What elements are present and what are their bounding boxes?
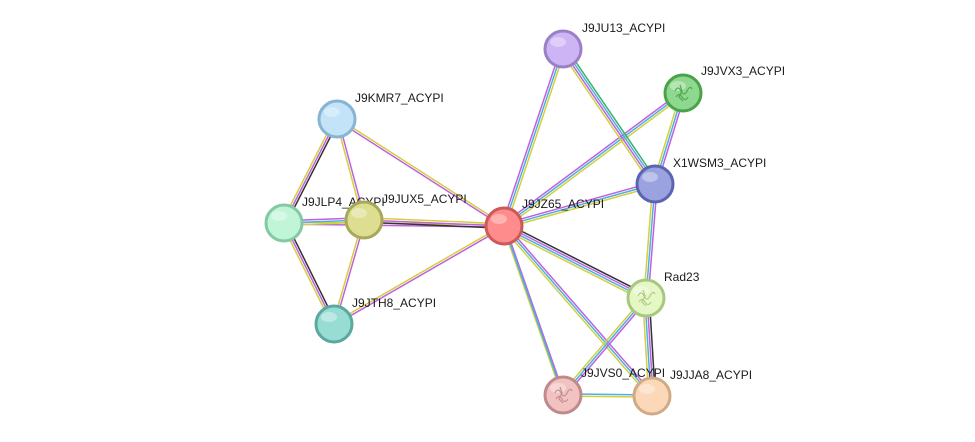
node-bubble[interactable]	[264, 203, 304, 243]
edge-j9jz65-acypi-j9jux5-acypi[interactable]	[363, 217, 505, 229]
node-j9jvs0-acypi[interactable]: J9JVS0_ACYPI	[543, 366, 665, 415]
edge-evidence-line	[503, 183, 656, 227]
node-highlight	[639, 384, 655, 394]
edge-evidence-line	[505, 222, 648, 296]
edge-evidence-line	[333, 224, 504, 324]
edge-j9jz65-acypi-rad23[interactable]	[502, 222, 648, 302]
edge-evidence-line	[563, 47, 657, 184]
edge-evidence-line	[503, 92, 684, 227]
edge-evidence-line	[502, 226, 563, 396]
protein-structure-icon	[637, 289, 656, 307]
node-j9jlp4-acypi[interactable]: J9JLP4_ACYPI	[264, 195, 385, 243]
node-label: X1WSM3_ACYPI	[673, 156, 766, 170]
node-j9jux5-acypi[interactable]: J9JUX5_ACYPI	[344, 192, 467, 240]
node-highlight	[324, 107, 340, 117]
node-j9jja8-acypi[interactable]: J9JJA8_ACYPI	[632, 368, 752, 416]
node-bubble[interactable]	[635, 164, 675, 204]
edge-j9jz65-acypi-j9jth8-acypi[interactable]	[333, 224, 505, 326]
node-highlight	[491, 214, 507, 224]
node-rad23[interactable]: Rad23	[626, 270, 700, 318]
node-label: J9JUX5_ACYPI	[382, 192, 467, 206]
edge-evidence-line	[504, 225, 565, 395]
node-label: J9JVX3_ACYPI	[701, 64, 785, 78]
node-highlight	[550, 383, 566, 393]
edge-evidence-line	[502, 90, 683, 225]
edge-j9jz65-acypi-j9jvs0-acypi[interactable]	[502, 225, 565, 396]
node-highlight	[550, 37, 566, 47]
node-label: J9JU13_ACYPI	[582, 21, 665, 35]
edge-evidence-line	[503, 225, 564, 396]
edge-evidence-line	[503, 181, 655, 225]
edge-evidence-line	[505, 224, 655, 396]
edge-evidence-line	[504, 224, 647, 298]
node-bubble[interactable]	[543, 29, 583, 69]
edge-j9jz65-acypi-x1wsm3-acypi[interactable]	[503, 181, 656, 229]
edge-evidence-line	[281, 117, 336, 223]
node-label: J9JTH8_ACYPI	[352, 296, 436, 310]
protein-structure-icon	[554, 386, 573, 404]
node-label: J9JJA8_ACYPI	[670, 368, 752, 382]
edge-evidence-line	[505, 49, 566, 227]
edge-evidence-line	[363, 221, 504, 229]
edge-j9ju13-acypi-x1wsm3-acypi[interactable]	[559, 46, 659, 187]
node-layer: J9JZ65_ACYPI J9JU13_ACYPI J9JVX3_ACYPI X1WS…	[264, 21, 785, 416]
node-label: J9JVS0_ACYPI	[581, 366, 665, 380]
edge-j9jz65-acypi-j9jvs0-acypi[interactable]	[503, 225, 564, 396]
node-label: J9JZ65_ACYPI	[522, 197, 604, 211]
node-j9jvx3-acypi[interactable]: J9JVX3_ACYPI	[663, 64, 785, 113]
edge-evidence-line	[334, 226, 505, 326]
edge-evidence-line	[504, 185, 656, 229]
edge-evidence-line	[564, 298, 649, 397]
edge-evidence-line	[562, 297, 647, 396]
node-j9jz65-acypi[interactable]: J9JZ65_ACYPI	[484, 197, 604, 246]
edge-evidence-line	[363, 219, 505, 227]
edge-rad23-j9jvs0-acypi[interactable]	[560, 296, 649, 397]
edge-evidence-line	[336, 119, 504, 228]
node-label: J9KMR7_ACYPI	[355, 91, 444, 105]
edge-evidence-line	[285, 119, 340, 225]
edge-j9jz65-acypi-j9jvx3-acypi[interactable]	[502, 90, 685, 229]
edge-evidence-line	[501, 48, 562, 226]
edge-evidence-line	[560, 296, 645, 395]
node-x1wsm3-acypi[interactable]: X1WSM3_ACYPI	[635, 156, 766, 204]
node-bubble[interactable]	[344, 200, 384, 240]
edge-evidence-line	[561, 49, 655, 186]
edge-evidence-line	[501, 226, 651, 398]
edge-evidence-line	[559, 50, 653, 187]
edge-j9jz65-acypi-j9jja8-acypi[interactable]	[501, 224, 655, 398]
node-bubble[interactable]	[632, 376, 672, 416]
edge-evidence-line	[504, 94, 685, 229]
edge-layer	[281, 46, 686, 398]
node-bubble[interactable]	[484, 206, 524, 246]
edge-evidence-line	[503, 225, 653, 397]
edge-evidence-line	[364, 217, 505, 225]
node-j9ju13-acypi[interactable]: J9JU13_ACYPI	[543, 21, 665, 69]
node-highlight	[321, 312, 337, 322]
node-bubble[interactable]	[314, 304, 354, 344]
edge-evidence-line	[502, 228, 645, 302]
edge-evidence-line	[503, 226, 646, 300]
protein-structure-icon	[674, 84, 693, 102]
node-label: Rad23	[664, 270, 700, 284]
edge-evidence-line	[337, 117, 505, 226]
edge-j9jz65-acypi-j9kmr7-acypi[interactable]	[336, 117, 505, 228]
edge-evidence-line	[503, 48, 564, 227]
node-highlight	[271, 211, 287, 221]
node-j9kmr7-acypi[interactable]: J9KMR7_ACYPI	[317, 91, 444, 139]
node-highlight	[670, 81, 686, 91]
edge-evidence-line	[565, 46, 659, 183]
node-j9jth8-acypi[interactable]: J9JTH8_ACYPI	[314, 296, 436, 344]
edge-j9jz65-acypi-j9ju13-acypi[interactable]	[501, 48, 566, 227]
node-highlight	[633, 286, 649, 296]
node-highlight	[642, 172, 658, 182]
node-bubble[interactable]	[317, 99, 357, 139]
node-highlight	[351, 208, 367, 218]
